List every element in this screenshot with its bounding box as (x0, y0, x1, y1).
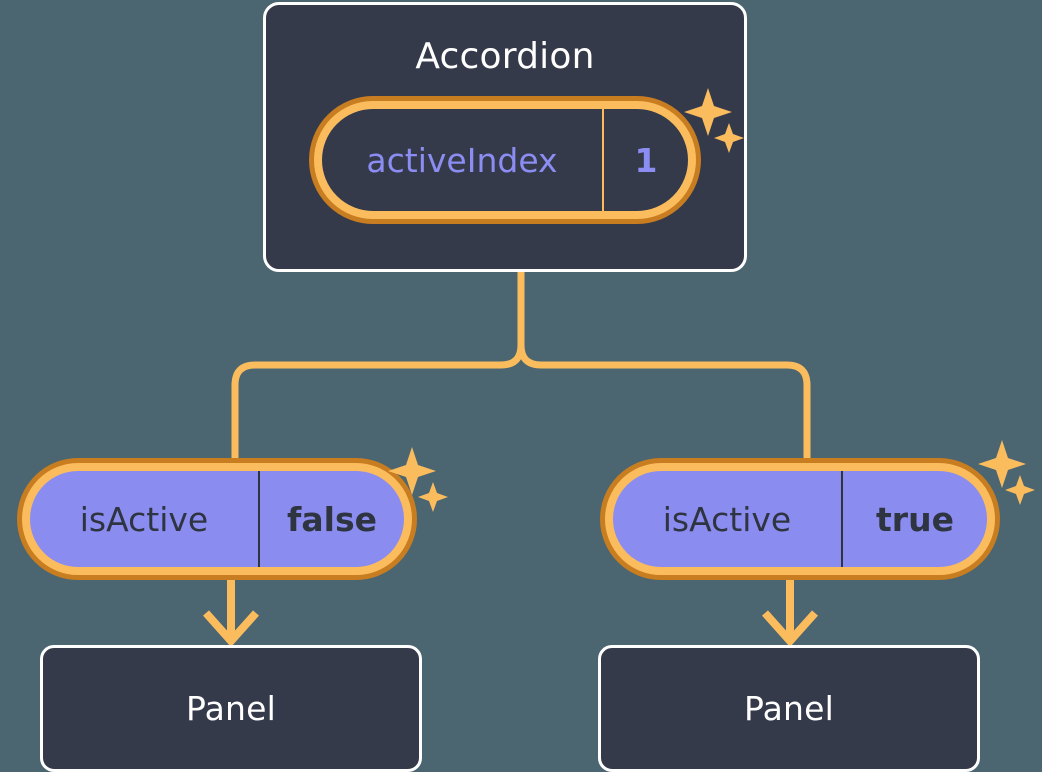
accordion-title: Accordion (415, 36, 595, 77)
state-key-is-active-left: isActive (79, 499, 209, 539)
panel-node-left[interactable]: Panel (40, 645, 422, 772)
pill-outer-ring (17, 458, 417, 580)
pill-outer-ring (309, 96, 701, 224)
state-pill-active-index[interactable]: activeIndex 1 (309, 96, 701, 224)
branch-connector-right (517, 344, 811, 462)
state-value-is-active-right: true (876, 499, 954, 539)
state-key-is-active-right: isActive (662, 499, 792, 539)
state-key-active-index: activeIndex (366, 140, 558, 180)
pill-inner-ring: isActive false (22, 463, 412, 575)
state-value-is-active-left: false (287, 499, 377, 539)
state-pill-is-active-left[interactable]: isActive false (17, 458, 417, 580)
panel-title-left: Panel (185, 689, 277, 728)
pill-divider (258, 471, 260, 567)
pill-inner-ring: activeIndex 1 (314, 101, 696, 219)
state-value-active-index: 1 (634, 140, 658, 180)
panel-title-right: Panel (743, 689, 835, 728)
arrow-connector-right (762, 578, 818, 648)
panel-node-right[interactable]: Panel (598, 645, 980, 772)
branch-connector-left (231, 344, 525, 462)
state-pill-is-active-right[interactable]: isActive true (600, 458, 1000, 580)
pill-inner-ring: isActive true (605, 463, 995, 575)
pill-outer-ring (600, 458, 1000, 580)
pill-divider (602, 109, 604, 211)
pill-divider (841, 471, 843, 567)
arrow-connector-left (203, 578, 259, 648)
